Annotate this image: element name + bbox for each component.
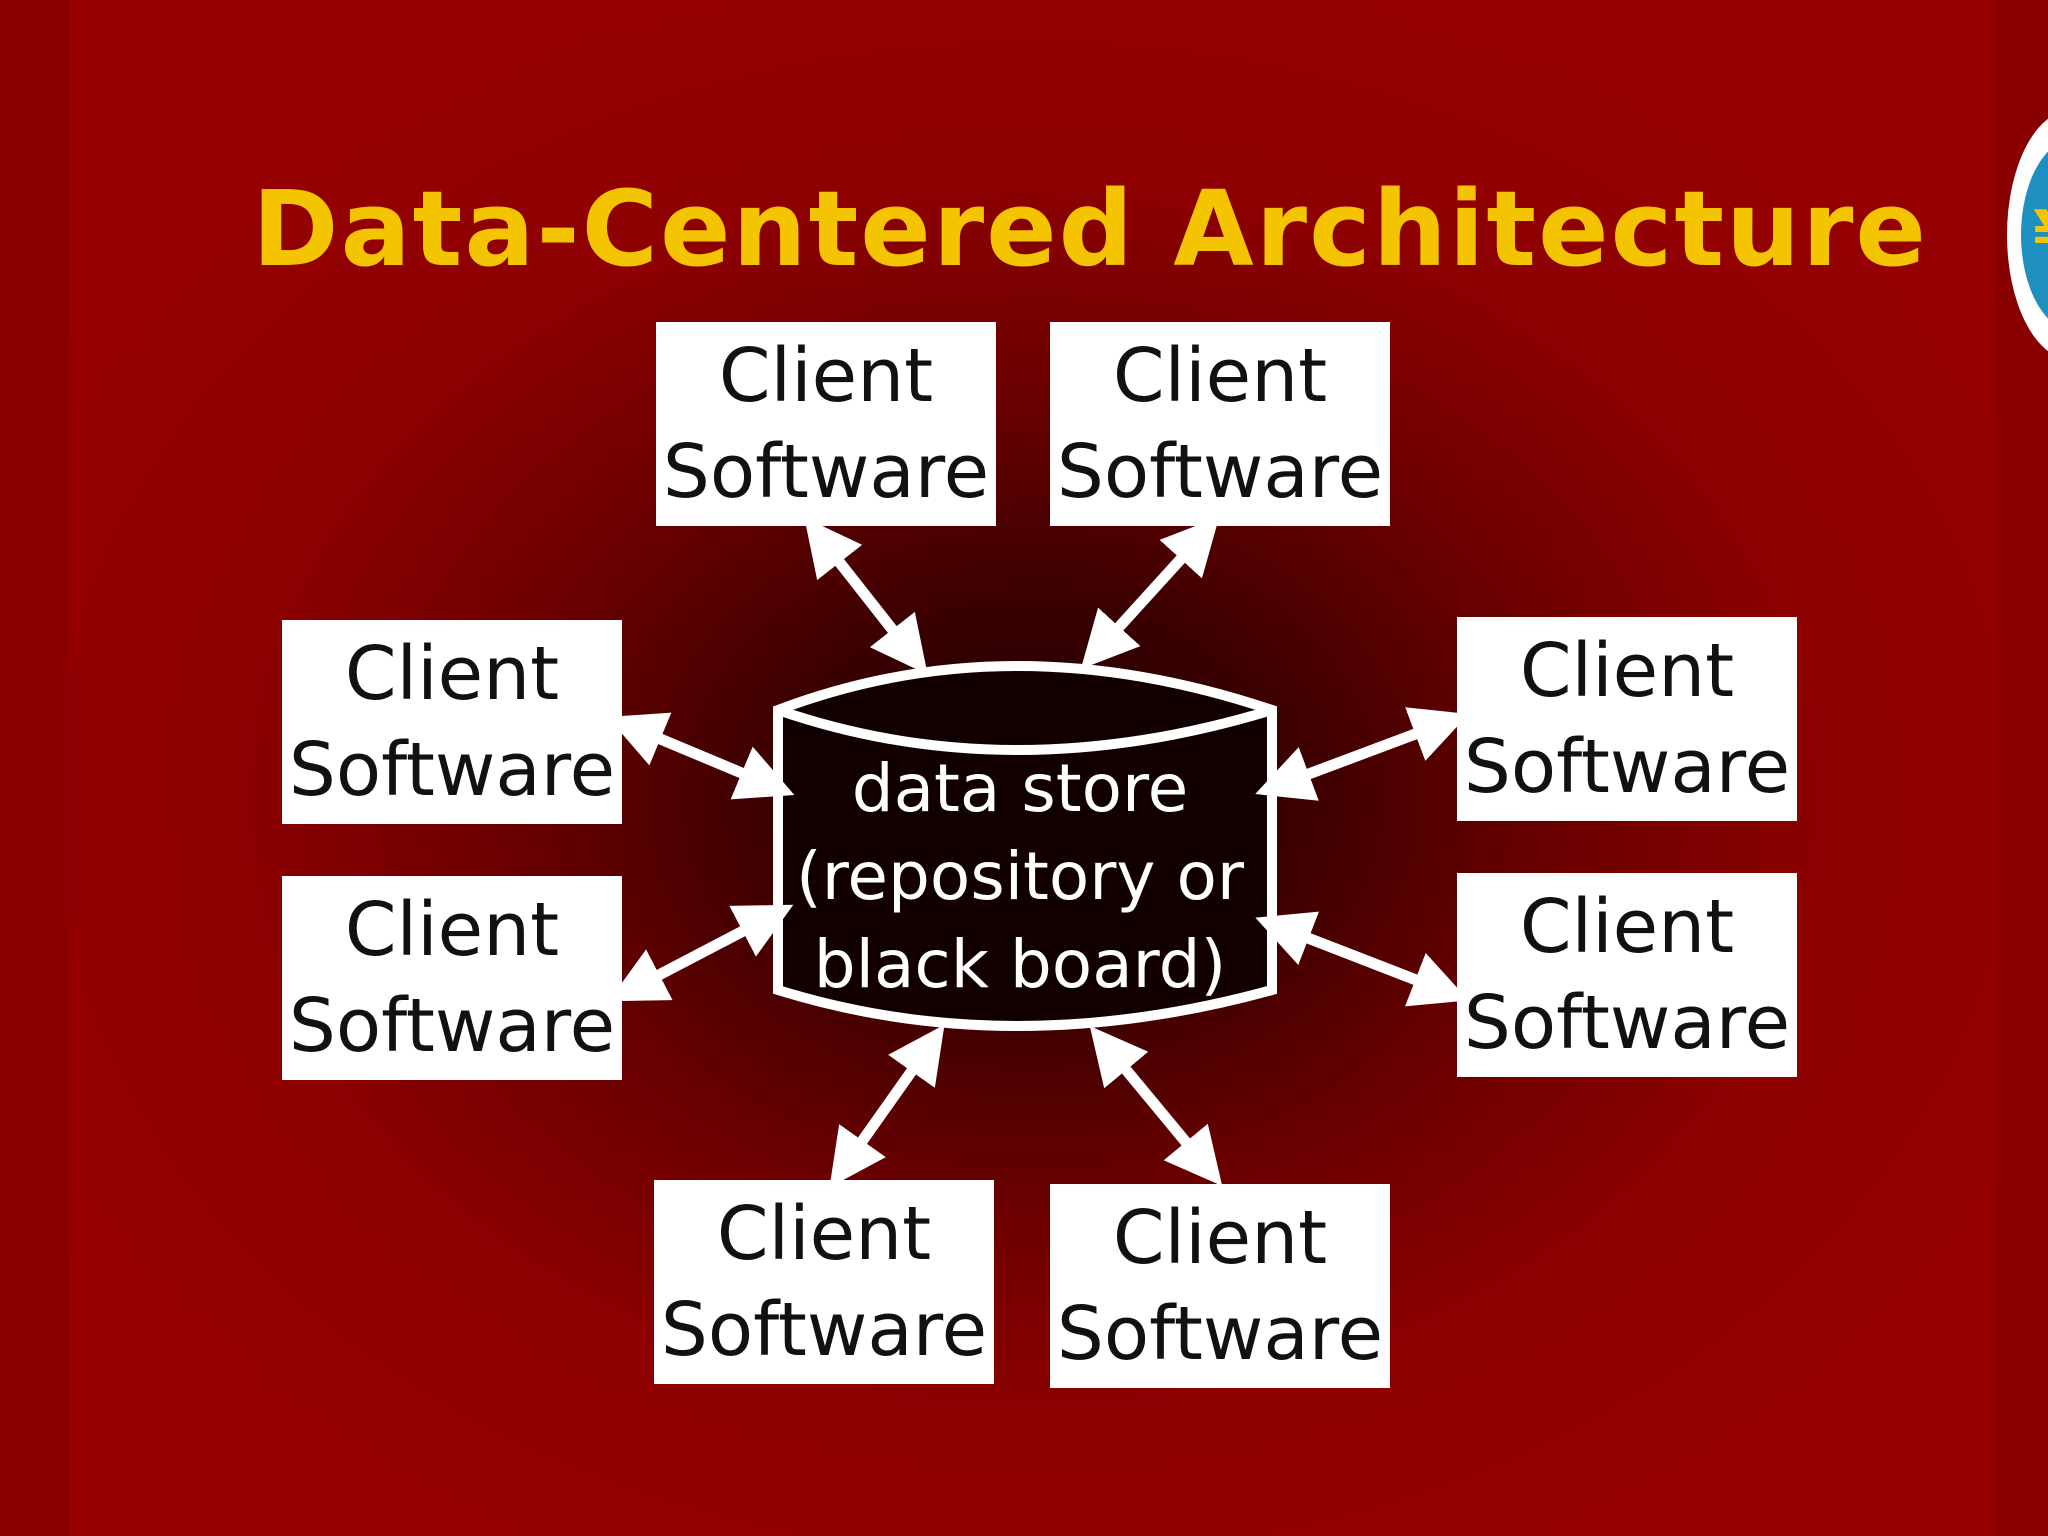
slide-title: Data-Centered Architecture xyxy=(252,168,1928,290)
client-label-line1: Client xyxy=(1112,1195,1328,1281)
arrow-top-right xyxy=(1080,516,1220,670)
client-box-right-upper: Client Software xyxy=(1457,617,1797,821)
client-label-line2: Software xyxy=(1463,980,1791,1066)
client-box-left-lower: Client Software xyxy=(282,876,622,1080)
arrow-right-upper xyxy=(1255,707,1469,801)
logo-mark-icon: ¥ xyxy=(2033,200,2048,270)
arrow-bottom-left xyxy=(829,1024,945,1188)
arrow-right-lower xyxy=(1255,911,1469,1007)
arrow-left-upper xyxy=(607,712,795,800)
client-box-right-lower: Client Software xyxy=(1457,873,1797,1077)
client-box-bottom-left: Client Software xyxy=(654,1180,994,1384)
client-label-line2: Software xyxy=(1463,724,1791,810)
arrow-left-lower xyxy=(608,904,794,1002)
client-label-line1: Client xyxy=(1519,628,1735,714)
data-store-line2: (repository or xyxy=(796,838,1244,915)
client-label-line1: Client xyxy=(344,887,560,973)
client-label-line2: Software xyxy=(288,727,616,813)
client-label-line2: Software xyxy=(662,429,990,515)
client-label-line2: Software xyxy=(1056,429,1384,515)
client-box-left-upper: Client Software xyxy=(282,620,622,824)
client-box-top-right: Client Software xyxy=(1050,322,1390,526)
data-store-cylinder xyxy=(773,661,1277,1031)
client-label-line2: Software xyxy=(660,1287,988,1373)
client-label-line1: Client xyxy=(1519,884,1735,970)
client-label-line2: Software xyxy=(288,983,616,1069)
client-label-line2: Software xyxy=(1056,1291,1384,1377)
client-label-line1: Client xyxy=(344,631,560,717)
logo-icon: ¥ xyxy=(2007,110,2048,360)
client-box-bottom-right: Client Software xyxy=(1050,1184,1390,1388)
data-store-line3: black board) xyxy=(813,926,1227,1003)
client-label-line1: Client xyxy=(716,1191,932,1277)
arrow-bottom-right xyxy=(1089,1025,1223,1187)
client-box-top-left: Client Software xyxy=(656,322,996,526)
client-label-line1: Client xyxy=(718,333,934,419)
arrow-top-left xyxy=(804,517,928,675)
data-store-line1: data store xyxy=(851,750,1189,827)
data-store-label: data store (repository or black board) xyxy=(770,745,1270,1009)
client-label-line1: Client xyxy=(1112,333,1328,419)
